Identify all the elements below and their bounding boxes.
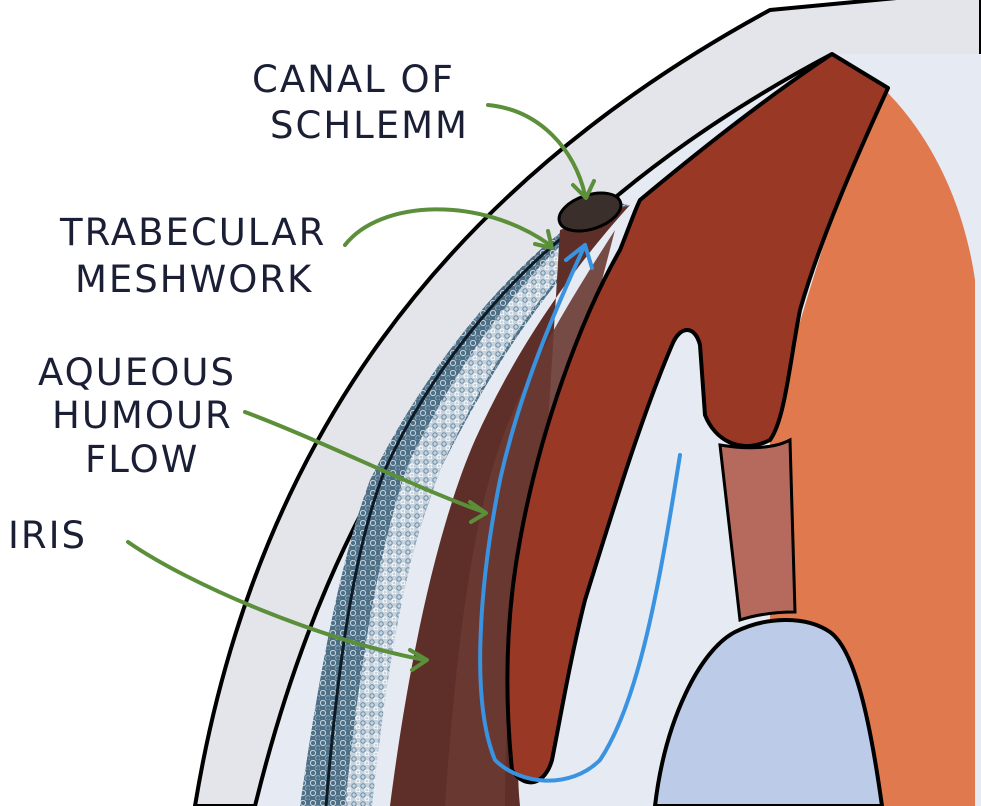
canal-label-arrow [486, 103, 587, 197]
trabecular-label-arrow [343, 207, 552, 247]
label-canal-of-schlemm-line1: CANAL OF [252, 58, 455, 101]
label-trabecular-meshwork-line2: MESHWORK [75, 258, 313, 301]
lens [653, 618, 884, 806]
ciliary-body [505, 52, 890, 785]
label-aqueous-humour-flow-line1: AQUEOUS [38, 351, 236, 394]
label-trabecular-meshwork-line1: TRABECULAR [59, 211, 326, 254]
aqueous-flow-arrowhead [564, 243, 594, 270]
aqueous-label-arrowhead [468, 500, 488, 524]
trabecular-meshwork-light-strip [345, 205, 624, 806]
label-iris: IRIS [8, 514, 87, 557]
iris-label-arrow [126, 540, 427, 662]
label-aqueous-humour-flow-line2: HUMOUR [52, 394, 233, 437]
canal-label-arrowhead [571, 179, 596, 200]
aqueous-label-arrow [243, 410, 486, 514]
iris-label-arrowhead [408, 648, 429, 672]
label-aqueous-humour-flow-line3: FLOW [85, 438, 199, 481]
label-canal-of-schlemm-line2: SCHLEMM [270, 104, 469, 147]
trabecular-label-arrowhead [533, 229, 554, 250]
aqueous-flow-arrow [478, 243, 682, 783]
